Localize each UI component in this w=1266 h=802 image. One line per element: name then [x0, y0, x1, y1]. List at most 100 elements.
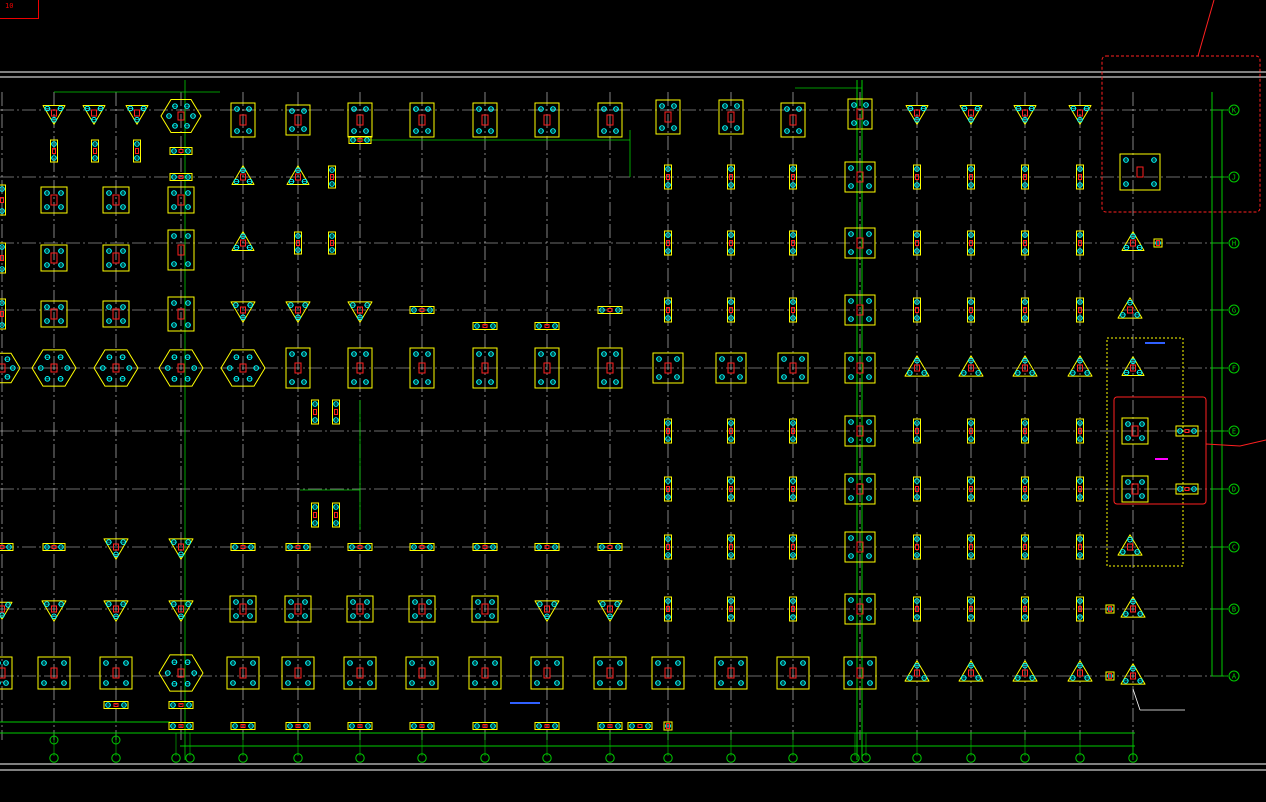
footing-triangle[interactable]	[41, 600, 67, 622]
footing-triangle[interactable]	[0, 601, 13, 620]
footing-hexagon[interactable]	[158, 654, 204, 692]
footing-rect[interactable]	[409, 102, 435, 138]
footing-triangle[interactable]	[905, 105, 929, 125]
footing-bar[interactable]	[1021, 476, 1029, 502]
footing-bar[interactable]	[727, 596, 735, 622]
footing-rect[interactable]	[226, 656, 260, 690]
footing-bar[interactable]	[663, 721, 673, 731]
footing-rect[interactable]	[847, 98, 873, 130]
footing-rect[interactable]	[343, 656, 377, 690]
footing-triangle[interactable]	[1120, 663, 1146, 685]
footing-bar[interactable]	[913, 230, 921, 256]
footing-rect[interactable]	[37, 656, 71, 690]
footing-bar[interactable]	[1021, 596, 1029, 622]
footing-rect[interactable]	[715, 352, 747, 384]
footing-rect[interactable]	[285, 347, 311, 389]
footing-bar[interactable]	[347, 543, 373, 551]
footing-rect[interactable]	[405, 656, 439, 690]
footing-triangle[interactable]	[597, 600, 623, 622]
footing-bar[interactable]	[332, 399, 340, 425]
footing-bar[interactable]	[0, 184, 6, 216]
footing-hexagon[interactable]	[158, 349, 204, 387]
footing-rect[interactable]	[844, 531, 876, 563]
footing-rect[interactable]	[843, 656, 877, 690]
footing-bar[interactable]	[332, 502, 340, 528]
footing-bar[interactable]	[789, 596, 797, 622]
footing-bar[interactable]	[967, 418, 975, 444]
footing-bar[interactable]	[285, 722, 311, 730]
footing-triangle[interactable]	[285, 301, 311, 323]
footing-rect[interactable]	[40, 186, 68, 214]
footing-triangle[interactable]	[1120, 596, 1146, 618]
footing-rect[interactable]	[281, 656, 315, 690]
footing-rect[interactable]	[844, 294, 876, 326]
footing-rect[interactable]	[346, 595, 374, 623]
footing-rect[interactable]	[471, 595, 499, 623]
footing-bar[interactable]	[1076, 534, 1084, 560]
footing-bar[interactable]	[1153, 238, 1163, 248]
footing-bar[interactable]	[789, 164, 797, 190]
footing-bar[interactable]	[169, 173, 193, 181]
footing-bar[interactable]	[913, 476, 921, 502]
footing-bar[interactable]	[789, 230, 797, 256]
footing-triangle[interactable]	[904, 355, 930, 377]
footing-bar[interactable]	[913, 534, 921, 560]
footing-bar[interactable]	[472, 543, 498, 551]
footing-rect[interactable]	[651, 656, 685, 690]
footing-bar[interactable]	[789, 534, 797, 560]
footing-triangle[interactable]	[42, 105, 66, 125]
footing-bar[interactable]	[91, 139, 99, 163]
footing-triangle[interactable]	[103, 538, 129, 560]
footing-bar[interactable]	[534, 322, 560, 330]
footing-hexagon[interactable]	[0, 352, 21, 384]
footing-rect[interactable]	[347, 347, 373, 389]
footing-bar[interactable]	[311, 399, 319, 425]
footing-triangle[interactable]	[904, 660, 930, 682]
footing-rect[interactable]	[597, 102, 623, 138]
footing-triangle[interactable]	[1117, 297, 1143, 319]
footing-hexagon[interactable]	[220, 349, 266, 387]
footing-bar[interactable]	[967, 476, 975, 502]
footing-bar[interactable]	[1105, 604, 1115, 614]
footing-triangle[interactable]	[1117, 534, 1143, 556]
footing-rect[interactable]	[597, 347, 623, 389]
footing-bar[interactable]	[534, 722, 560, 730]
footing-bar[interactable]	[727, 534, 735, 560]
footing-rect[interactable]	[777, 352, 809, 384]
footings-layer[interactable]	[0, 98, 1199, 731]
footing-bar[interactable]	[230, 722, 256, 730]
footing-rect[interactable]	[1121, 475, 1149, 503]
footing-bar[interactable]	[1076, 164, 1084, 190]
footing-bar[interactable]	[967, 534, 975, 560]
footing-bar[interactable]	[789, 418, 797, 444]
footing-bar[interactable]	[1021, 230, 1029, 256]
footing-rect[interactable]	[167, 186, 195, 214]
footing-rect[interactable]	[844, 415, 876, 447]
footing-bar[interactable]	[42, 543, 66, 551]
footing-rect[interactable]	[776, 656, 810, 690]
footing-rect[interactable]	[844, 227, 876, 259]
footing-bar[interactable]	[103, 701, 129, 709]
footing-bar[interactable]	[1021, 164, 1029, 190]
footing-triangle[interactable]	[103, 600, 129, 622]
footing-rect[interactable]	[167, 229, 195, 271]
footing-triangle[interactable]	[958, 355, 984, 377]
footing-bar[interactable]	[727, 230, 735, 256]
footing-rect[interactable]	[40, 300, 68, 328]
footing-rect[interactable]	[844, 352, 876, 384]
footing-bar[interactable]	[409, 722, 435, 730]
footing-bar[interactable]	[727, 164, 735, 190]
footing-rect[interactable]	[844, 593, 876, 625]
footing-bar[interactable]	[347, 722, 373, 730]
footing-bar[interactable]	[627, 722, 653, 730]
footing-bar[interactable]	[230, 543, 256, 551]
footing-triangle[interactable]	[231, 231, 255, 251]
footing-rect[interactable]	[284, 595, 312, 623]
footing-bar[interactable]	[967, 297, 975, 323]
footing-triangle[interactable]	[958, 660, 984, 682]
footing-hexagon[interactable]	[160, 99, 202, 133]
footing-rect[interactable]	[652, 352, 684, 384]
footing-triangle[interactable]	[231, 165, 255, 185]
footing-triangle[interactable]	[1067, 355, 1093, 377]
footing-triangle[interactable]	[82, 105, 106, 125]
